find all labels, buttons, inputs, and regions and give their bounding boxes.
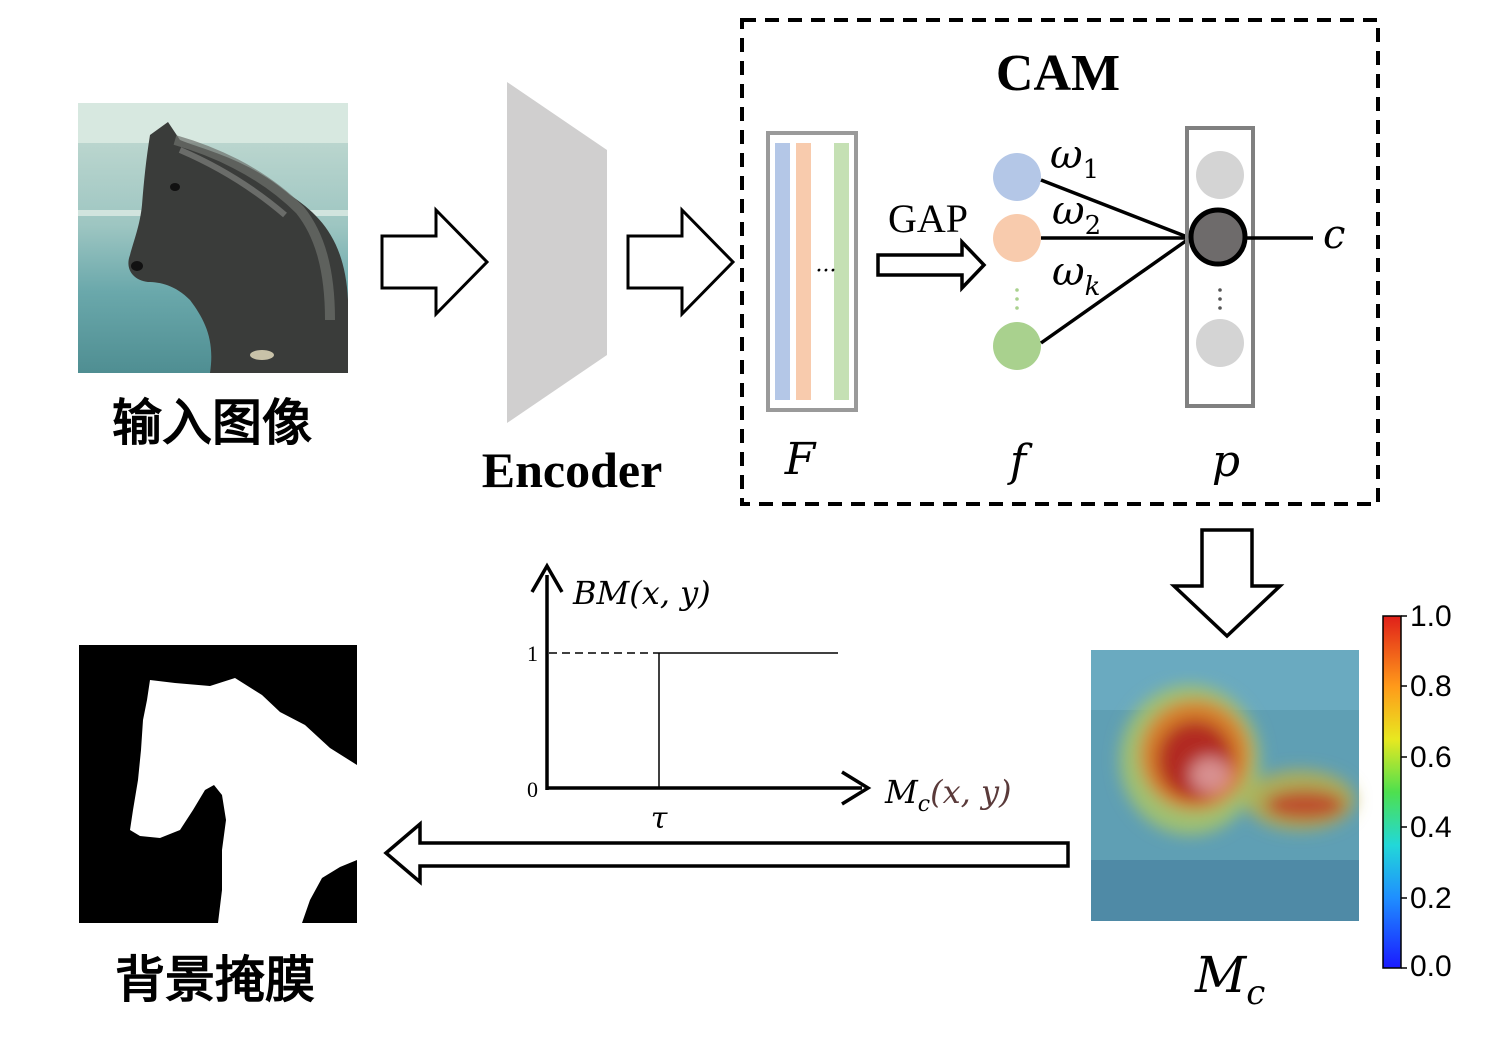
feature-dots: ··· [816, 259, 837, 284]
class-label: c [1323, 212, 1345, 258]
heatmap-image [1091, 650, 1359, 921]
cam-title: CAM [996, 45, 1120, 102]
colorbar-tick-0-0: 0.0 [1410, 950, 1452, 983]
colorbar-tick-1-0: 1.0 [1410, 600, 1452, 633]
colorbar-tick-0-2: 0.2 [1410, 882, 1452, 915]
feature-channel-1 [775, 143, 790, 400]
heatmap-label: Mc [1194, 946, 1265, 1013]
plot-tau-label: τ [651, 801, 668, 836]
pred-node-1 [1196, 151, 1244, 199]
arrow-input-to-encoder [380, 206, 490, 318]
plot-x-axis-label: Mc(x, y) [884, 773, 1012, 817]
plot-tick-one: 1 [527, 641, 538, 666]
pred-node-k [1196, 319, 1244, 367]
colorbar-tick-0-4: 0.4 [1410, 811, 1452, 844]
horse-mask-icon [130, 678, 357, 923]
pooled-node-1 [993, 153, 1041, 201]
arrow-cam-to-heatmap [1169, 528, 1285, 639]
arrow-heatmap-to-mask [383, 820, 1070, 886]
gap-label: GAP [888, 196, 968, 241]
pooled-node-k [993, 322, 1041, 370]
mask-label: 背景掩膜 [115, 951, 315, 1009]
plot-tick-zero: 0 [527, 777, 538, 802]
weight-1-label: ω1 [1050, 132, 1099, 185]
input-image-label: 输入图像 [112, 394, 312, 452]
prediction-label: p [1212, 436, 1240, 487]
pooled-dots [1015, 288, 1019, 310]
weight-2-label: ω2 [1052, 188, 1101, 241]
input-image [78, 103, 348, 373]
encoder-block [507, 82, 607, 423]
feature-map-block [766, 131, 858, 412]
gap-arrow [876, 237, 987, 293]
plot-y-axis-label: BM(x, y) [572, 574, 711, 612]
pooled-label: f [1007, 436, 1033, 487]
arrow-encoder-to-cam [626, 206, 736, 318]
horse-icon [128, 122, 348, 373]
colorbar-tick-0-8: 0.8 [1410, 670, 1452, 703]
pred-dots [1218, 288, 1222, 310]
weight-k-label: ωk [1052, 249, 1100, 302]
encoder-label: Encoder [482, 442, 663, 498]
pred-node-c [1188, 207, 1248, 267]
pooled-node-2 [993, 214, 1041, 262]
colorbar-tick-marks [1401, 615, 1407, 969]
colorbar [1382, 615, 1402, 969]
cam-box [740, 18, 1380, 506]
background-mask-image [79, 645, 357, 923]
weight-connections [1039, 178, 1192, 345]
threshold-plot [530, 562, 872, 806]
feature-channel-k [834, 143, 849, 400]
colorbar-tick-0-6: 0.6 [1410, 741, 1452, 774]
feature-map-label: F [784, 434, 817, 485]
feature-channel-2 [796, 143, 811, 400]
